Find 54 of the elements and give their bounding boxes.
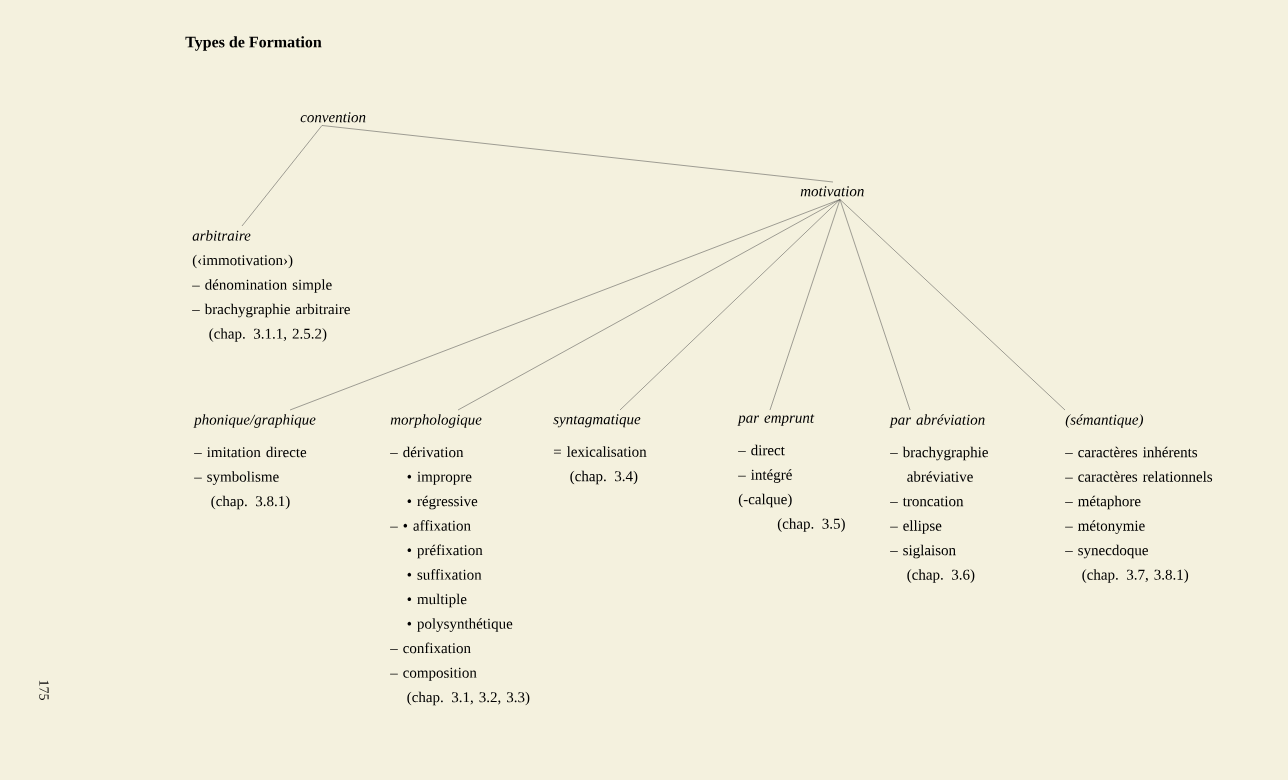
list-item: – symbolisme [194, 471, 279, 485]
list-item: • impropre [407, 471, 472, 485]
title: Types de Formation [185, 36, 322, 51]
list-item: – métonymie [1065, 520, 1145, 534]
connector-line [289, 199, 841, 411]
list-item: – synecdoque [1065, 544, 1148, 559]
list-item: (chap. 3.1, 3.2, 3.3) [407, 691, 530, 706]
list-item: • régressive [407, 495, 478, 510]
list-item: – intégré [738, 469, 792, 483]
heading: morphologique [390, 414, 482, 428]
list-item: – direct [738, 444, 785, 456]
list-item: • polysynthétique [407, 618, 513, 632]
connector-line [839, 199, 911, 411]
heading: par abréviation [889, 414, 985, 428]
list-item: – dénomination simple [192, 279, 332, 293]
list-item: (chap. 3.6) [907, 569, 975, 583]
list-item: (chap. 3.8.1) [211, 495, 290, 510]
list-item: (chap. 3.4) [570, 470, 638, 485]
connector-line [457, 199, 841, 411]
list-item: – confixation [390, 642, 471, 654]
list-item: (‹immotivation›) [192, 254, 293, 269]
heading: motivation [800, 186, 864, 197]
list-item: = lexicalisation [553, 446, 647, 457]
list-item: – dérivation [390, 446, 464, 458]
heading: par emprunt [737, 414, 815, 426]
list-item: • multiple [407, 593, 467, 608]
connector-line [769, 199, 841, 411]
connector-line [321, 125, 834, 183]
heading: arbitraire [192, 230, 251, 241]
list-item: (chap. 3.1.1, 2.5.2) [209, 328, 327, 342]
heading: (sémantique) [1065, 414, 1144, 428]
list-item: – imitation directe [194, 446, 307, 458]
list-item: – caractères relationnels [1065, 471, 1213, 482]
list-item: – troncation [890, 496, 964, 507]
list-item: – brachygraphie abréviative [890, 446, 988, 482]
list-item: (-calque) [738, 493, 792, 508]
list-item: – caractères inhérents [1065, 446, 1198, 458]
heading: phonique/graphique [193, 414, 316, 428]
list-item: (chap. 3.5) [777, 518, 845, 532]
list-item: – ellipse [890, 520, 942, 534]
connector-line [839, 199, 1066, 411]
list-item: – • affixation [390, 520, 471, 531]
list-item: – métaphore [1065, 495, 1141, 510]
list-item: – composition [390, 667, 477, 681]
list-item: (chap. 3.7, 3.8.1) [1082, 569, 1189, 583]
list-item: • suffixation [407, 569, 482, 580]
list-item: • préfixation [407, 544, 483, 559]
connector-line [619, 199, 841, 411]
list-item: – siglaison [890, 544, 956, 559]
heading: syntagmatique [553, 414, 641, 428]
list-item: – brachygraphie arbitraire [192, 303, 350, 318]
heading: convention [300, 112, 366, 123]
page-number: 175 [39, 680, 49, 700]
connector-line [241, 125, 323, 227]
